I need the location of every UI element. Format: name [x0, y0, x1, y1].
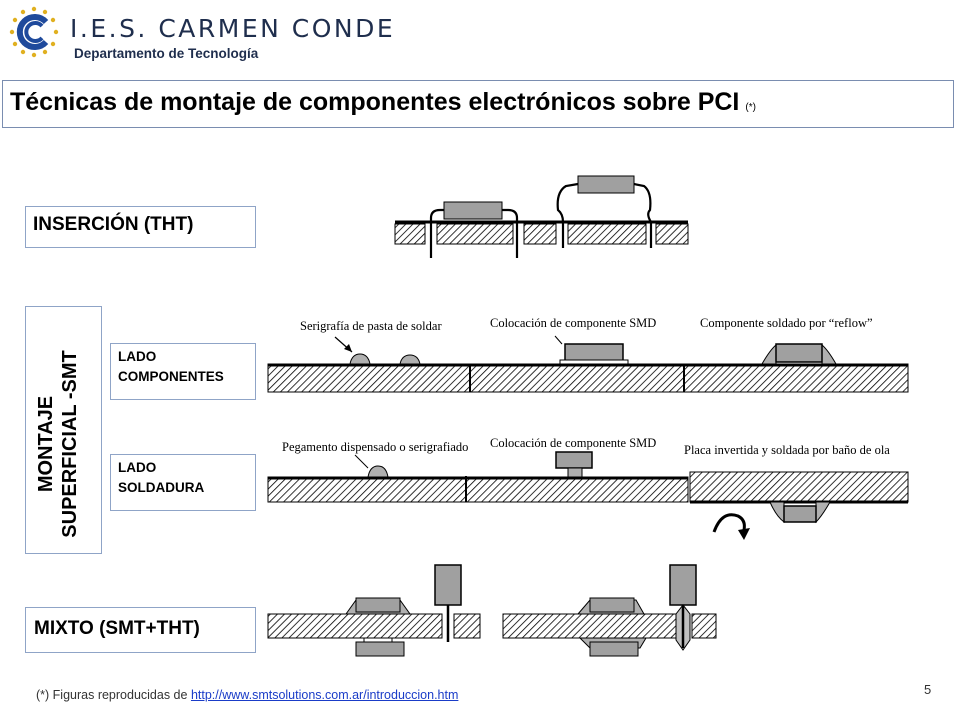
- lado-componentes-box: [110, 343, 256, 400]
- tht-board-segment: [436, 223, 514, 245]
- smd-component: [589, 597, 635, 613]
- lado-componentes-label: LADO COMPONENTES: [118, 347, 224, 387]
- tht-label: INSERCIÓN (THT): [33, 214, 194, 235]
- page-title-text: Técnicas de montaje de componentes elect…: [10, 88, 740, 116]
- tht-component: [669, 564, 697, 606]
- tht-resistor-lead: [556, 182, 653, 248]
- smd-component: [355, 641, 405, 657]
- school-name: I.E.S. CARMEN CONDE: [70, 14, 396, 43]
- source-link[interactable]: http://www.smtsolutions.com.ar/introducc…: [190, 688, 459, 702]
- page-number: 5: [924, 682, 932, 697]
- lado-componentes-line1: LADO: [118, 349, 157, 364]
- smd-component: [783, 505, 817, 523]
- tht-resistor-body: [577, 175, 635, 194]
- smd-component: [775, 343, 823, 363]
- smd-component: [555, 451, 593, 469]
- fig-caption-paste: Serigrafía de pasta de soldar: [300, 319, 442, 333]
- tht-resistor-body: [443, 201, 503, 220]
- smt-board: [267, 476, 689, 503]
- mixed-figure: [267, 564, 717, 657]
- solder-paste-blob: [349, 353, 371, 365]
- footnote: (*) Figuras reproducidas de http://www.s…: [36, 688, 458, 702]
- tht-figure: [394, 175, 689, 258]
- mixed-board: [267, 613, 443, 639]
- lado-componentes-line2: COMPONENTES: [118, 369, 224, 384]
- smt-board: [267, 363, 909, 393]
- tht-label-box: [25, 206, 256, 248]
- tht-board-segment: [523, 223, 557, 245]
- mixto-label: MIXTO (SMT+THT): [34, 618, 200, 639]
- footnote-text: (*) Figuras reproducidas de: [36, 688, 191, 702]
- solder-paste-blob: [399, 354, 421, 365]
- school-logo: [9, 6, 59, 58]
- mixto-label-box: [25, 607, 256, 653]
- mixed-board: [502, 613, 678, 639]
- mixed-board: [691, 613, 717, 639]
- fig-caption-place: Colocación de componente SMD: [490, 316, 656, 330]
- smt-board-inverted: [689, 471, 909, 503]
- tht-board-segment: [655, 223, 689, 245]
- lado-soldadura-box: [110, 454, 256, 511]
- tht-board-segment: [567, 223, 647, 245]
- lado-soldadura-label: LADO SOLDADURA: [118, 458, 204, 498]
- tht-resistor-lead: [429, 208, 519, 258]
- lado-soldadura-line1: LADO: [118, 460, 157, 475]
- smt-solder-side-figure: Pegamento dispensado o serigrafiado Colo…: [267, 436, 909, 540]
- lado-soldadura-line2: SOLDADURA: [118, 480, 205, 495]
- flip-arrow-icon: [712, 513, 746, 533]
- fig-caption-place2: Colocación de componente SMD: [490, 436, 656, 450]
- smd-component: [589, 641, 639, 657]
- title-footnote-mark: (*): [745, 102, 756, 113]
- mixed-board: [453, 613, 481, 639]
- fig-caption-reflow: Componente soldado por “reflow”: [700, 316, 873, 330]
- department-name: Departamento de Tecnología: [74, 46, 259, 61]
- fig-caption-glue: Pegamento dispensado o serigrafiado: [282, 440, 468, 454]
- smd-component: [564, 343, 624, 363]
- title-bar: [2, 80, 954, 128]
- glue-dot: [367, 465, 389, 478]
- smd-component: [355, 597, 401, 613]
- tht-component: [434, 564, 462, 606]
- tht-board-segment: [394, 223, 426, 245]
- smt-component-side-figure: Serigrafía de pasta de soldar Colocación…: [267, 316, 909, 393]
- page-title: Técnicas de montaje de componentes elect…: [10, 88, 756, 117]
- smt-label-box: [25, 306, 102, 554]
- fig-caption-wave: Placa invertida y soldada por baño de ol…: [684, 443, 890, 457]
